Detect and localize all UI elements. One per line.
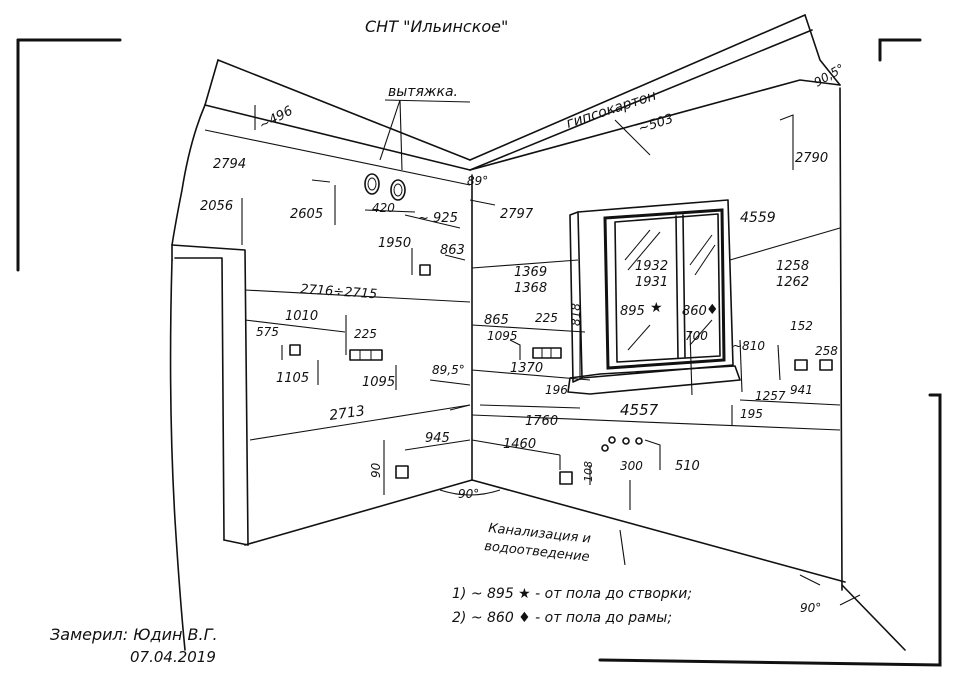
dim-label: 90,5° (812, 61, 847, 89)
dim-label: 300 (620, 459, 643, 473)
dim-label: 1369 (514, 265, 547, 280)
dim-label: ~503 (637, 112, 676, 137)
dim-label: 90 (369, 462, 383, 478)
dim-label: 1095 (362, 375, 395, 390)
dimension-lines (204, 105, 861, 606)
dim-label: 420 (372, 201, 395, 215)
dim-label: 1370 (510, 361, 543, 376)
dim-label: 2794 (213, 157, 246, 172)
hood-label: вытяжка. (388, 84, 458, 100)
dim-label: 941 (790, 383, 813, 397)
dim-label: 2716÷2715 (300, 282, 378, 302)
note-line: 2) ~ 860 ♦ - от пола до рамы; (452, 610, 672, 626)
dim-label: 90° (458, 487, 479, 501)
dim-label: 895 (620, 304, 645, 319)
sockets (289, 264, 833, 485)
dim-label: 89,5° (432, 363, 465, 377)
dim-label: 4557 (620, 401, 659, 419)
dim-label: 2797 (500, 207, 534, 222)
dim-label: 225 (535, 311, 558, 325)
dim-label: 2713 (328, 403, 366, 424)
dim-label: 4559 (740, 210, 776, 226)
window (567, 199, 741, 395)
dim-label: 195 (740, 407, 763, 421)
dim-label: 1760 (525, 414, 558, 429)
dim-label: 2790 (795, 151, 828, 166)
dim-label: 818 (569, 303, 583, 326)
socket-block (349, 349, 383, 361)
dim-label: 1095 (487, 329, 518, 343)
dim-label: 1105 (276, 371, 309, 386)
dim-label: 1460 (503, 437, 536, 452)
socket (794, 359, 808, 371)
dim-label: 510 (675, 459, 700, 474)
socket (819, 359, 833, 371)
dim-label: 1010 (285, 309, 318, 324)
hood-outlet-left (364, 173, 380, 195)
sheet-frame (16, 38, 942, 667)
socket-block (532, 347, 562, 359)
note-line: 1) ~ 895 ★ - от пола до створки; (452, 586, 692, 602)
socket (419, 264, 431, 276)
dim-label: 258 (815, 344, 838, 358)
dim-label: 196 (545, 383, 568, 397)
socket (289, 344, 301, 356)
star-mark: ★ (650, 300, 663, 316)
measure-date: 07.04.2019 (130, 648, 216, 666)
dim-label: ~496 (257, 104, 296, 134)
dim-label: 2605 (290, 207, 323, 222)
dim-label: 2056 (200, 199, 233, 214)
socket (559, 471, 573, 485)
dim-label: 865 (484, 313, 509, 328)
dim-label: 89° (467, 174, 488, 188)
diamond-mark: ♦ (706, 302, 719, 318)
hood-outlets (364, 99, 471, 201)
dim-label: 1258 (776, 259, 809, 274)
dim-label: 1368 (514, 281, 547, 296)
dim-label: 945 (425, 431, 450, 446)
dim-label: 1262 (776, 275, 809, 290)
dim-label: 863 (440, 243, 465, 258)
dim-label: 860 (682, 304, 707, 319)
dim-label: ~ 925 (418, 211, 458, 226)
dim-label: 90° (800, 601, 821, 615)
room-walls (169, 14, 906, 651)
measured-by: Замерил: Юдин В.Г. (50, 625, 218, 644)
dim-label: 1931 (635, 275, 668, 290)
dim-label: ~810 (732, 339, 765, 353)
dim-label: 700 (685, 329, 708, 343)
hood-outlet-right (390, 179, 406, 201)
dim-label: 152 (790, 319, 813, 333)
dim-label: 575 (256, 325, 279, 339)
dim-label: 1950 (378, 236, 411, 251)
sketch-title: СНТ "Ильинское" (365, 17, 508, 36)
dim-label: 225 (354, 327, 377, 341)
dim-label: 1257 (755, 389, 786, 403)
dim-label: 1932 (635, 259, 668, 274)
dim-label: 108 (582, 461, 595, 482)
socket (395, 465, 409, 479)
